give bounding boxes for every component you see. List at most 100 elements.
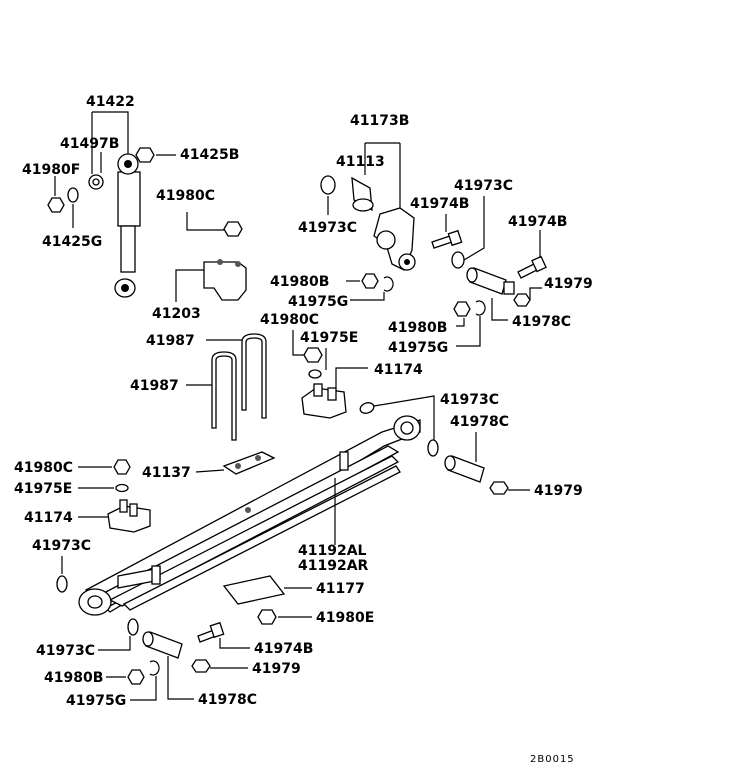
- label-41973C-a: 41973C: [298, 220, 357, 236]
- leader-41980C-b: [292, 330, 304, 356]
- bushing-41113[interactable]: [351, 176, 374, 212]
- label-41113: 41113: [336, 154, 385, 170]
- leader-41978C-a: [491, 298, 508, 321]
- label-41979-b: 41979: [534, 483, 583, 499]
- bolt-41974B-c[interactable]: [197, 621, 225, 643]
- leader-41174-a: [335, 367, 368, 388]
- label-41422: 41422: [86, 94, 135, 110]
- label-41497B: 41497B: [60, 136, 119, 152]
- leader-41980C-a: [186, 212, 224, 231]
- label-41979-a: 41979: [544, 276, 593, 292]
- label-41973C-e: 41973C: [36, 643, 95, 659]
- pin-41978C-b[interactable]: [444, 455, 485, 483]
- spring-washer-41975G-a[interactable]: [383, 276, 394, 292]
- bushing-41497B[interactable]: [88, 174, 104, 190]
- label-41974B-b: 41974B: [508, 214, 567, 230]
- nut-41980B-a[interactable]: [361, 273, 379, 289]
- pad-41174-a[interactable]: [301, 383, 347, 419]
- washer-41973C-a[interactable]: [320, 175, 336, 195]
- label-41973C-b: 41973C: [454, 178, 513, 194]
- pin-41978C-a[interactable]: [466, 267, 515, 295]
- u-bolt-41987-b[interactable]: [211, 351, 237, 441]
- pad-41174-b[interactable]: [107, 499, 151, 533]
- label-41975G-b: 41975G: [388, 340, 448, 356]
- leader-41979-a: [529, 287, 542, 300]
- grease-fitting-41979-c[interactable]: [191, 659, 211, 673]
- label-41974B-a: 41974B: [410, 196, 469, 212]
- washer-41973C-c[interactable]: [359, 401, 439, 457]
- label-41980C-a: 41980C: [156, 188, 215, 204]
- nut-41980B-b[interactable]: [453, 301, 471, 317]
- label-41425G: 41425G: [42, 234, 102, 250]
- label-41203: 41203: [152, 306, 201, 322]
- leader-41975G-b: [456, 316, 481, 347]
- label-41979-c: 41979: [252, 661, 301, 677]
- label-41975G-a: 41975G: [288, 294, 348, 310]
- spring-washer-41975G-b[interactable]: [475, 300, 486, 316]
- washer-41973C-e[interactable]: [127, 618, 139, 636]
- leaf-spring-41192[interactable]: [78, 415, 421, 616]
- leader-41422: [91, 111, 129, 174]
- leader-41974B-c: [219, 638, 250, 649]
- nut-41980C-b[interactable]: [303, 347, 323, 363]
- label-41177: 41177: [316, 581, 365, 597]
- label-41174-b: 41174: [24, 510, 73, 526]
- nut-41980E[interactable]: [257, 609, 277, 625]
- spring-washer-41975G-c[interactable]: [149, 660, 160, 676]
- washer-41975E-b[interactable]: [115, 483, 129, 493]
- label-41975E-b: 41975E: [14, 481, 72, 497]
- figure-code: 2B0015: [530, 754, 575, 765]
- label-41987-a: 41987: [146, 333, 195, 349]
- label-41192AL: 41192AL: [298, 543, 367, 559]
- nut-41980B-c[interactable]: [127, 669, 145, 685]
- spring-seat-41137[interactable]: [222, 451, 276, 475]
- u-bolt-41987-a[interactable]: [241, 333, 267, 419]
- leader-41975G-c: [130, 676, 157, 701]
- label-41974B-c: 41974B: [254, 641, 313, 657]
- label-41975G-c: 41975G: [66, 693, 126, 709]
- label-41980B-c: 41980B: [44, 670, 103, 686]
- label-41978C-b: 41978C: [450, 414, 509, 430]
- leader-41203: [175, 269, 204, 302]
- label-41137: 41137: [142, 465, 191, 481]
- leader-41973C-b: [463, 196, 485, 261]
- washer-41425G[interactable]: [67, 187, 79, 203]
- bolt-41974B-a[interactable]: [431, 229, 463, 249]
- grease-fitting-41979-b[interactable]: [489, 481, 509, 495]
- leader-41173B: [364, 142, 401, 212]
- label-41425B: 41425B: [180, 147, 239, 163]
- label-41978C-a: 41978C: [512, 314, 571, 330]
- label-41192AR: 41192AR: [298, 558, 369, 574]
- label-41978C-c: 41978C: [198, 692, 257, 708]
- label-41980B-a: 41980B: [270, 274, 329, 290]
- leader-41978C-c: [167, 656, 194, 700]
- washer-41973C-d[interactable]: [56, 575, 68, 593]
- shackle-41173B[interactable]: [373, 207, 416, 271]
- label-41975E-a: 41975E: [300, 330, 358, 346]
- leader-41973C-e: [98, 636, 131, 651]
- nut-41980C-c[interactable]: [113, 459, 131, 475]
- label-41980F: 41980F: [22, 162, 80, 178]
- leader-41973C-c: [373, 395, 435, 440]
- washer-41973C-b[interactable]: [451, 251, 465, 269]
- grease-fitting-41979-a[interactable]: [513, 293, 531, 307]
- nut-41425B[interactable]: [135, 147, 155, 163]
- label-41973C-d: 41973C: [32, 538, 91, 554]
- plate-41177[interactable]: [222, 575, 286, 605]
- pin-41978C-c[interactable]: [142, 631, 183, 659]
- label-41173B: 41173B: [350, 113, 409, 129]
- nut-41980F[interactable]: [47, 197, 65, 213]
- label-41980C-b: 41980C: [260, 312, 319, 328]
- label-41980B-b: 41980B: [388, 320, 447, 336]
- leader-41975G-a: [350, 292, 385, 301]
- label-41973C-c: 41973C: [440, 392, 499, 408]
- bolt-41974B-b[interactable]: [517, 255, 547, 279]
- bracket-41203[interactable]: [203, 221, 247, 301]
- shock-absorber[interactable]: [114, 153, 141, 298]
- washer-41975E-a[interactable]: [308, 369, 322, 379]
- label-41174-a: 41174: [374, 362, 423, 378]
- label-41987-b: 41987: [130, 378, 179, 394]
- leader-41980B-b: [456, 318, 465, 327]
- label-41980E: 41980E: [316, 610, 374, 626]
